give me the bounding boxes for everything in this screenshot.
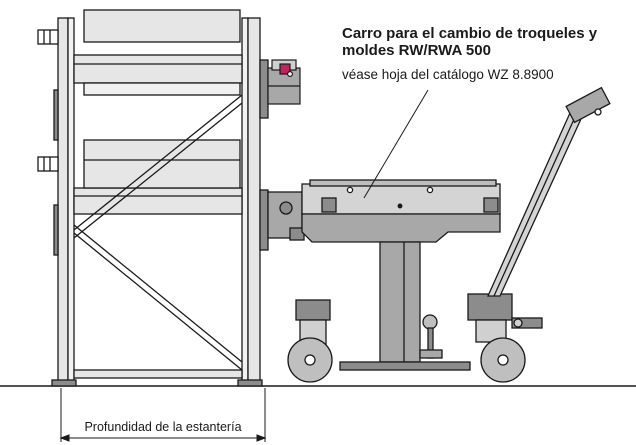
die-change-cart (267, 86, 611, 383)
cart-coupling-head (267, 191, 303, 239)
cart-bolt-2 (426, 186, 434, 194)
cart-coupling-knob (279, 201, 293, 215)
cart-brake-knob (422, 314, 438, 330)
cart-end-right (483, 197, 499, 213)
rack-brace-2b (73, 232, 243, 371)
locking-unit-upper (267, 59, 301, 105)
rack-brace-1b (73, 102, 243, 239)
rack-depth-dimension (59, 388, 267, 442)
rack-top-block (83, 9, 241, 43)
rack-shelf-2 (73, 187, 243, 215)
rack-plate-left-2 (53, 204, 59, 256)
rack-upright-front-right (247, 17, 261, 385)
rack-load-2 (83, 139, 241, 189)
cart-drive-knob (513, 318, 523, 328)
cart-wheel-right-hub (497, 354, 509, 366)
cart-wheel-housing-right (467, 293, 513, 321)
cart-handle-grip (565, 86, 611, 124)
dimension-arrow-right (256, 434, 267, 442)
cart-base-beam (339, 361, 471, 371)
cart-bolt-1 (346, 186, 354, 194)
rack-end-stop-upper (37, 29, 59, 45)
rack-shelf-1 (73, 54, 243, 84)
rack-foot-left (51, 379, 77, 387)
dimension-label: Profundidad de la estantería (84, 420, 241, 434)
cart-wheel-housing-left (295, 299, 331, 321)
callout-leader-line (363, 89, 429, 199)
rack-upright-rear-right (241, 17, 249, 385)
dimension-arrow-left (59, 434, 70, 442)
rack-coupling-plate-upper (259, 59, 269, 119)
rack-brace-2 (73, 224, 243, 363)
cart-bolt-3 (397, 203, 403, 209)
cart-table-frame (301, 213, 501, 243)
cart-drive-unit (511, 317, 543, 329)
cart-column (379, 241, 421, 363)
callout-subtitle: véase hoja del catálogo WZ 8.8900 (342, 67, 554, 82)
cart-handle (486, 86, 611, 297)
cart-brake-pedal (419, 349, 443, 359)
callout-title-line-2: moldes RW/RWA 500 (342, 42, 491, 59)
rack-bottom-beam (73, 369, 243, 379)
cart-wheel-left-hub (304, 354, 316, 366)
rack-load-1 (83, 82, 241, 96)
callout-title-line-1: Carro para el cambio de troqueles y (342, 25, 598, 42)
cart-top-plate-rim (309, 179, 497, 187)
storage-rack (37, 9, 269, 387)
rack-upright-front-left (57, 17, 69, 385)
locking-unit-accent (279, 63, 291, 75)
rack-foot-right (237, 379, 263, 387)
rack-plate-left-1 (53, 89, 59, 141)
rack-end-stop-lower (37, 156, 59, 172)
rack-upright-rear-left (67, 17, 75, 385)
rack-brace-1 (73, 94, 243, 231)
cart-end-left (321, 197, 337, 213)
rack-coupling-plate-lower (259, 189, 269, 251)
